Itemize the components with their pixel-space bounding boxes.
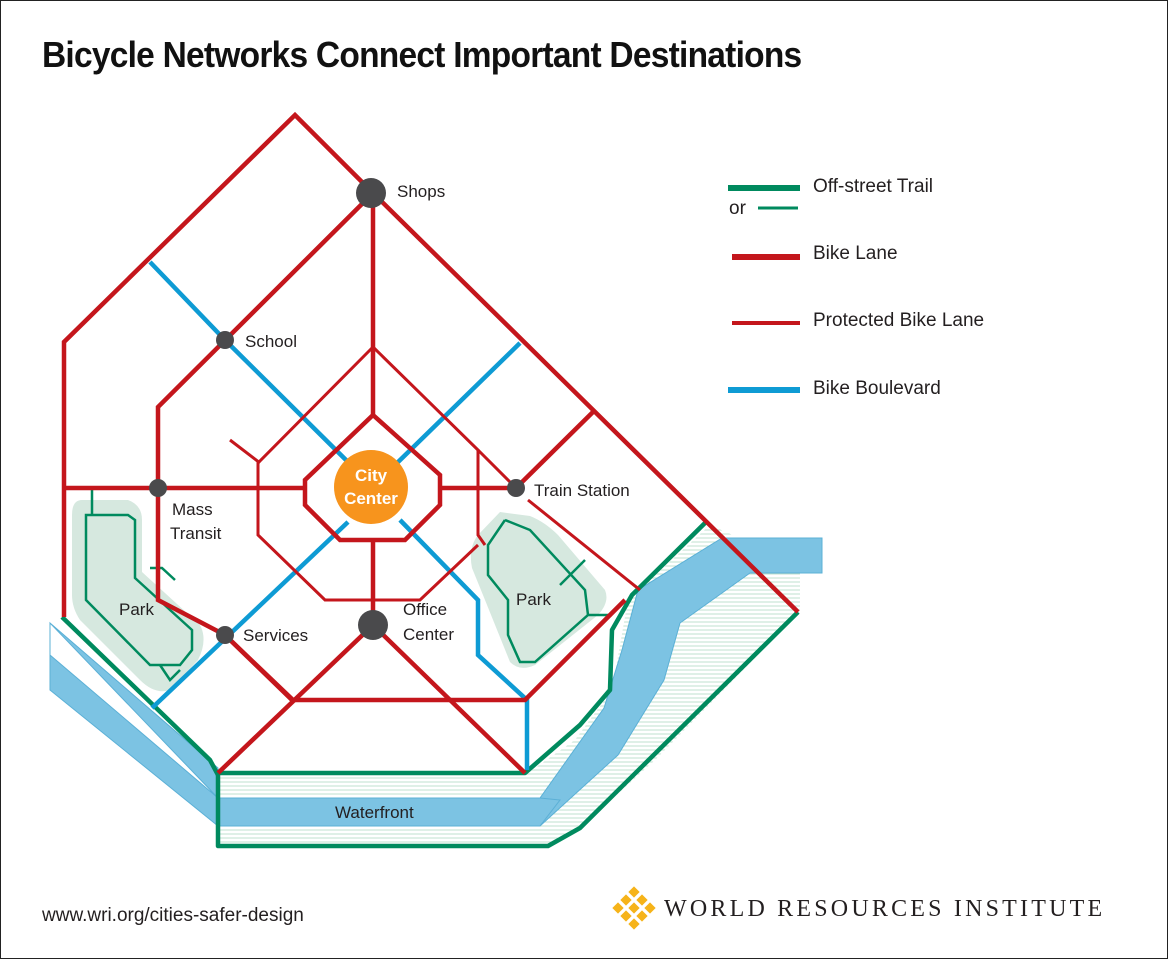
waterfront-river bbox=[49, 537, 823, 827]
park-trails bbox=[84, 490, 612, 682]
wri-logo-icon bbox=[612, 886, 656, 930]
mass-transit-node bbox=[149, 479, 167, 497]
footer-url: www.wri.org/cities-safer-design bbox=[42, 905, 304, 926]
shops-node bbox=[356, 178, 386, 208]
legend-or-label: or bbox=[729, 198, 747, 219]
office-center-label-line1: Office bbox=[403, 600, 447, 619]
office-center-node bbox=[358, 610, 388, 640]
school-node bbox=[216, 331, 234, 349]
mass-transit-label-line2: Transit bbox=[170, 524, 222, 543]
legend-protected-bike-lane-label: Protected Bike Lane bbox=[813, 310, 984, 331]
school-label: School bbox=[245, 332, 297, 351]
services-label: Services bbox=[243, 626, 308, 645]
train-station-node bbox=[507, 479, 525, 497]
legend-bike-lane-label: Bike Lane bbox=[813, 243, 898, 264]
page-title: Bicycle Networks Connect Important Desti… bbox=[42, 34, 802, 75]
organization-name: WORLD RESOURCES INSTITUTE bbox=[664, 896, 1106, 922]
legend-off-street-trail-label: Off-street Trail bbox=[813, 176, 933, 197]
park-area-west bbox=[72, 500, 204, 692]
legend-bike-boulevard-label: Bike Boulevard bbox=[813, 378, 941, 399]
shops-label: Shops bbox=[397, 182, 445, 201]
city-center-label-line1: City bbox=[355, 466, 388, 485]
services-node bbox=[216, 626, 234, 644]
mass-transit-label-line1: Mass bbox=[172, 500, 213, 519]
train-station-label: Train Station bbox=[534, 481, 630, 500]
waterfront-label: Waterfront bbox=[335, 803, 414, 822]
city-center-node bbox=[334, 450, 408, 524]
legend: or Off-street Trail Bike Lane Protected … bbox=[728, 176, 984, 399]
city-center-label-line2: Center bbox=[344, 489, 398, 508]
office-center-label-line2: Center bbox=[403, 625, 454, 644]
park-west-label: Park bbox=[119, 600, 154, 619]
park-east-label: Park bbox=[516, 590, 551, 609]
